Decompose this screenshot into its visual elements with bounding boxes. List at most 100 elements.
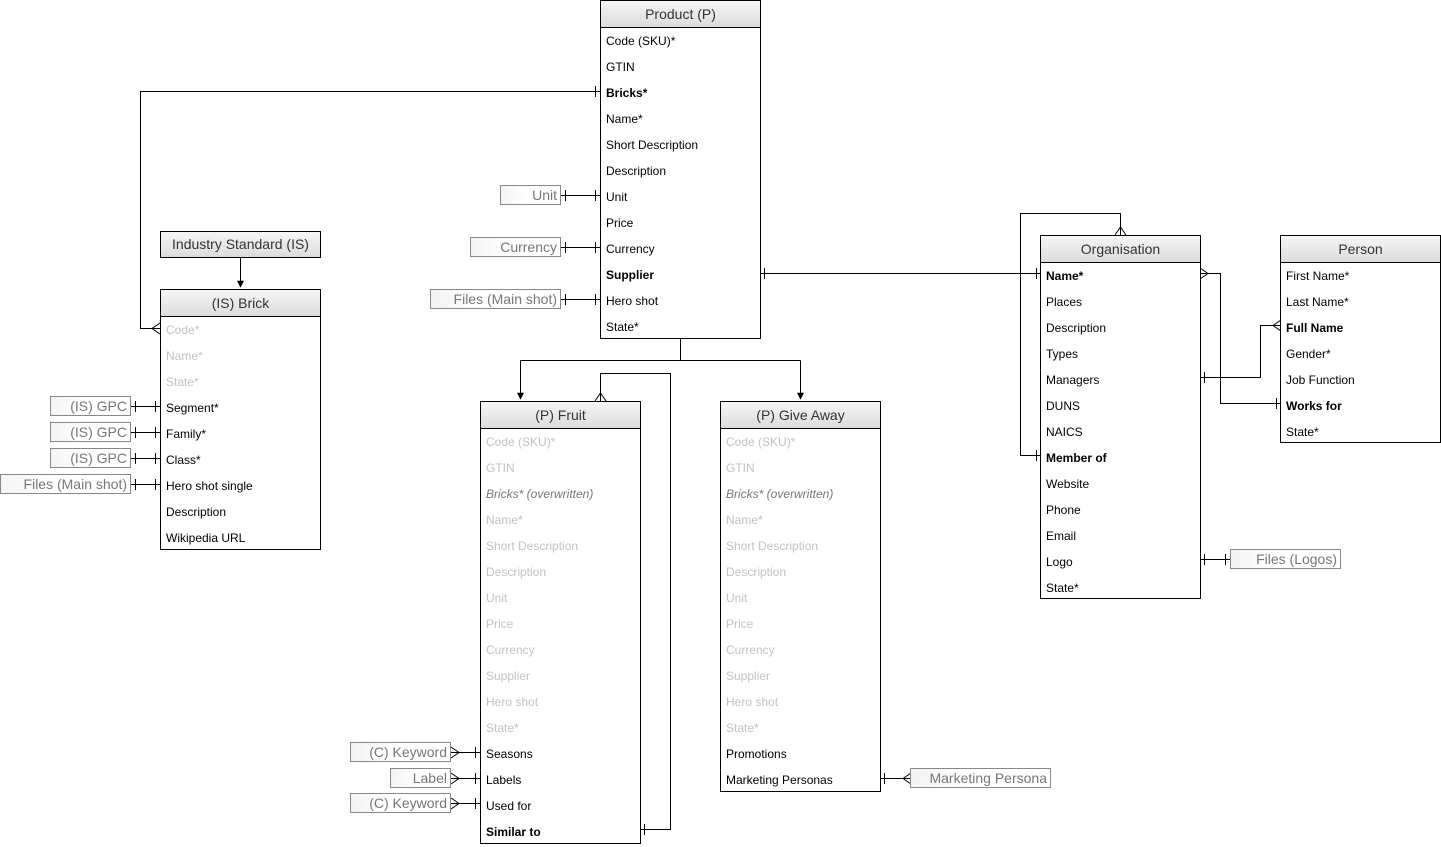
attr-supplier: Supplier	[486, 669, 531, 683]
attr-price: Price	[486, 617, 514, 631]
attr-class: Class*	[166, 453, 201, 467]
attr-promotions: Promotions	[726, 747, 787, 761]
attr-code: Code (SKU)*	[726, 435, 796, 449]
attr-unit: Unit	[606, 190, 628, 204]
industry-standard-box[interactable]: Industry Standard (IS)	[160, 231, 321, 258]
attr-managers: Managers	[1046, 373, 1100, 387]
attr-email: Email	[1046, 529, 1077, 543]
entity-person[interactable]: Person First Name* Last Name* Full Name …	[1280, 235, 1441, 443]
entity-give-away[interactable]: (P) Give Away Code (SKU)* GTIN Bricks* (…	[720, 401, 881, 792]
tag-files-main-shot-brick[interactable]: Files (Main shot)	[0, 474, 131, 494]
attr-name: Name*	[486, 513, 523, 527]
entity-title: (P) Give Away	[721, 402, 880, 429]
attr-name: Name*	[726, 513, 763, 527]
attr-phone: Phone	[1046, 503, 1081, 517]
attr-code: Code (SKU)*	[486, 435, 556, 449]
attr-unit: Unit	[486, 591, 508, 605]
attr-price: Price	[726, 617, 754, 631]
attr-bricks-overwritten: Bricks* (overwritten)	[726, 487, 834, 501]
attr-similar-to: Similar to	[486, 825, 541, 839]
attr-gtin: GTIN	[606, 60, 635, 74]
tag-is-gpc-family[interactable]: (IS) GPC	[50, 422, 131, 442]
bricks-relation-line	[140, 91, 601, 329]
managers-relation-line	[1200, 325, 1281, 378]
works-for-relation-line	[1200, 273, 1281, 404]
attr-seasons: Seasons	[486, 747, 533, 761]
attr-works-for: Works for	[1286, 399, 1342, 413]
attr-member-of: Member of	[1046, 451, 1107, 465]
tag-label[interactable]: Label	[390, 768, 451, 788]
attr-full-name: Full Name	[1286, 321, 1344, 335]
attr-types: Types	[1046, 347, 1079, 361]
attr-state: State*	[1046, 581, 1079, 595]
entity-title: (P) Fruit	[481, 402, 640, 429]
attr-name: Name*	[1046, 269, 1084, 283]
attr-short-description: Short Description	[606, 138, 699, 152]
entity-fruit[interactable]: (P) Fruit Code (SKU)* GTIN Bricks* (over…	[480, 401, 641, 844]
entity-title: (IS) Brick	[161, 290, 320, 317]
attr-first-name: First Name*	[1286, 269, 1350, 283]
attr-job-function: Job Function	[1286, 373, 1355, 387]
tag-files-logos[interactable]: Files (Logos)	[1230, 549, 1341, 569]
entity-brick[interactable]: (IS) Brick Code* Name* State* Segment* F…	[160, 289, 321, 550]
similar-to-relation-line	[600, 373, 671, 830]
attr-bricks-overwritten: Bricks* (overwritten)	[486, 487, 594, 501]
attr-website: Website	[1046, 477, 1090, 491]
attr-description: Description	[726, 565, 787, 579]
tag-currency[interactable]: Currency	[470, 237, 561, 257]
entity-title: Person	[1281, 236, 1440, 263]
attr-hero-shot: Hero shot	[726, 695, 779, 709]
attr-state: State*	[606, 320, 639, 334]
attr-bricks: Bricks*	[606, 86, 648, 100]
attr-name: Name*	[606, 112, 643, 126]
tag-keyword-seasons[interactable]: (C) Keyword	[350, 742, 451, 762]
entity-title: Organisation	[1041, 236, 1200, 263]
attr-hero-shot-single: Hero shot single	[166, 479, 253, 493]
attr-used-for: Used for	[486, 799, 532, 813]
attr-duns: DUNS	[1046, 399, 1081, 413]
attr-wikipedia-url: Wikipedia URL	[166, 531, 246, 545]
attr-price: Price	[606, 216, 634, 230]
bricks-many-marker	[151, 322, 161, 335]
attr-short-description: Short Description	[726, 539, 819, 553]
attr-currency: Currency	[606, 242, 655, 256]
entity-organisation[interactable]: Organisation Name* Places Description Ty…	[1040, 235, 1201, 599]
attr-name: Name*	[166, 349, 203, 363]
attr-state: State*	[486, 721, 519, 735]
tag-is-gpc-segment[interactable]: (IS) GPC	[50, 396, 131, 416]
attr-currency: Currency	[486, 643, 535, 657]
attr-last-name: Last Name*	[1286, 295, 1349, 309]
attr-gtin: GTIN	[726, 461, 755, 475]
attr-state: State*	[726, 721, 759, 735]
tag-unit[interactable]: Unit	[500, 185, 561, 205]
attr-places: Places	[1046, 295, 1083, 309]
tag-marketing-persona[interactable]: Marketing Persona	[910, 768, 1051, 788]
attr-short-description: Short Description	[486, 539, 579, 553]
attr-state: State*	[1286, 425, 1319, 439]
attr-description: Description	[486, 565, 547, 579]
tag-is-gpc-class[interactable]: (IS) GPC	[50, 448, 131, 468]
attr-marketing-personas: Marketing Personas	[726, 773, 833, 787]
tag-files-main-shot[interactable]: Files (Main shot)	[430, 289, 561, 309]
member-of-relation-line	[1020, 213, 1121, 456]
attr-naics: NAICS	[1046, 425, 1083, 439]
entity-product[interactable]: Product (P) Code (SKU)* GTIN Bricks* Nam…	[600, 0, 761, 339]
attr-gender: Gender*	[1286, 347, 1331, 361]
entity-title: Product (P)	[601, 1, 760, 28]
attr-family: Family*	[166, 427, 207, 441]
attr-supplier: Supplier	[726, 669, 771, 683]
tag-keyword-used-for[interactable]: (C) Keyword	[350, 793, 451, 813]
attr-labels: Labels	[486, 773, 522, 787]
attr-description: Description	[1046, 321, 1107, 335]
attr-unit: Unit	[726, 591, 748, 605]
attr-segment: Segment*	[166, 401, 219, 415]
attr-code: Code*	[166, 323, 200, 337]
attr-hero-shot: Hero shot	[486, 695, 539, 709]
attr-description: Description	[166, 505, 227, 519]
attr-currency: Currency	[726, 643, 775, 657]
attr-supplier: Supplier	[606, 268, 655, 282]
attr-hero-shot: Hero shot	[606, 294, 659, 308]
attr-state: State*	[166, 375, 199, 389]
attr-gtin: GTIN	[486, 461, 515, 475]
